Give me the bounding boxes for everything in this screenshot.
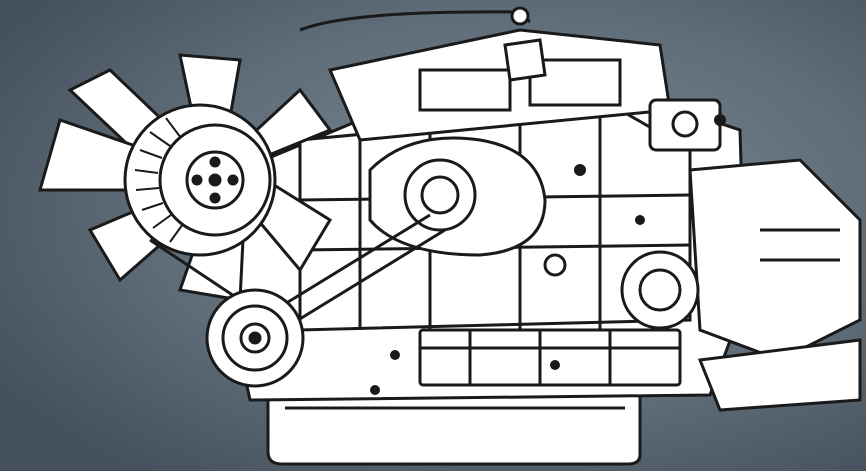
- oil-pan: [266, 390, 642, 466]
- cylinder-head: [299, 6, 672, 142]
- crankshaft-pulley: [205, 288, 305, 388]
- bolt-details: [370, 114, 726, 395]
- starter-and-manifold: [620, 98, 862, 412]
- water-pump-pulley: [123, 103, 277, 257]
- alternator: [368, 136, 547, 257]
